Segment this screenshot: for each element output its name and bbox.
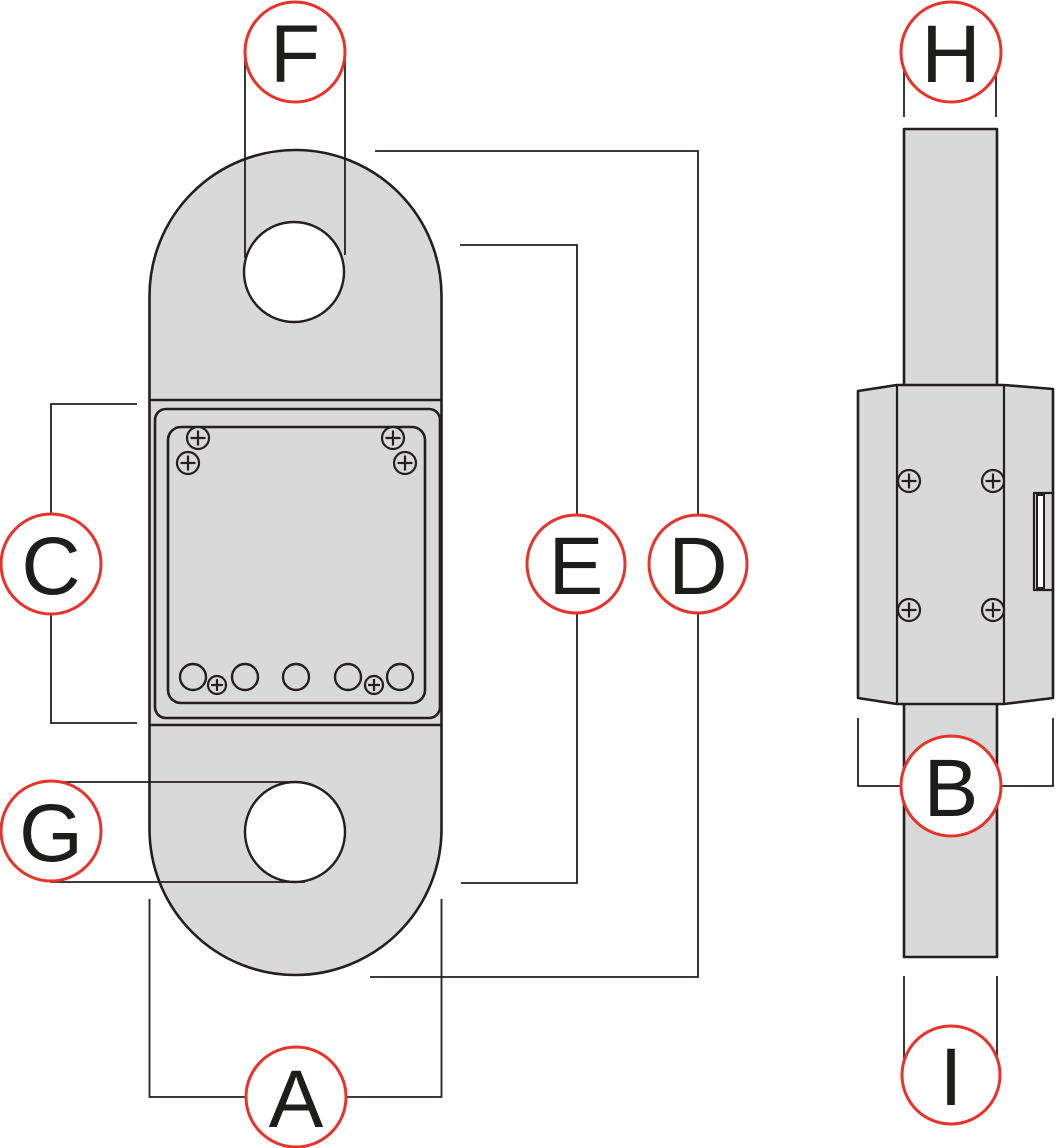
side-view: [856, 127, 1055, 959]
front-view: [148, 148, 443, 977]
round-panel-button[interactable]: [385, 662, 415, 692]
callout-E: E: [525, 513, 627, 615]
callout-letter: C: [21, 521, 80, 612]
callout-I: I: [900, 1024, 1002, 1126]
callout-circle: [243, 0, 347, 104]
phillips-screw-icon: [206, 674, 228, 696]
phillips-screw-icon: [980, 597, 1006, 623]
callout-D: D: [647, 513, 749, 615]
housing-notch-slot: [1036, 494, 1045, 589]
callout-letter: D: [668, 521, 727, 612]
callout-circle: [0, 512, 103, 616]
panel-outer-frame: [153, 407, 442, 720]
bottom-shackle-hole: [243, 780, 347, 884]
callout-F: F: [243, 0, 347, 104]
callout-circle: [525, 513, 627, 615]
callout-letter: E: [549, 521, 604, 612]
panel-inner-frame: [166, 425, 427, 705]
callout-circle: [244, 1045, 348, 1148]
callout-B: B: [899, 734, 1003, 838]
side-top-bar: [902, 127, 999, 389]
callout-A: A: [244, 1045, 348, 1148]
callout-letter: I: [940, 1032, 963, 1123]
callout-circle: [647, 513, 749, 615]
round-panel-button[interactable]: [281, 662, 311, 692]
phillips-screw-icon: [896, 597, 922, 623]
callout-H: H: [899, 0, 1003, 104]
round-panel-button[interactable]: [230, 662, 260, 692]
callout-circle: [0, 779, 103, 883]
phillips-screw-icon: [980, 468, 1006, 494]
round-panel-button[interactable]: [178, 662, 208, 692]
callout-C: C: [0, 512, 103, 616]
phillips-screw-icon: [185, 425, 211, 451]
side-housing: [856, 383, 1055, 706]
callout-letter: B: [924, 743, 979, 834]
callout-circle: [899, 0, 1003, 104]
device-body: [148, 148, 443, 977]
callout-G: G: [0, 779, 103, 883]
phillips-screw-icon: [392, 450, 418, 476]
phillips-screw-icon: [896, 468, 922, 494]
phillips-screw-icon: [363, 674, 385, 696]
callout-letter: G: [19, 788, 83, 879]
top-shackle-hole: [242, 220, 346, 324]
phillips-screw-icon: [175, 450, 201, 476]
callout-letter: A: [269, 1054, 324, 1145]
callout-letter: F: [270, 9, 320, 100]
callout-circle: [899, 734, 1003, 838]
phillips-screw-icon: [380, 425, 406, 451]
callout-letter: H: [921, 9, 980, 100]
round-panel-button[interactable]: [333, 662, 363, 692]
callouts: F H C E D G B A: [0, 0, 1003, 1148]
callout-circle: [900, 1024, 1002, 1126]
